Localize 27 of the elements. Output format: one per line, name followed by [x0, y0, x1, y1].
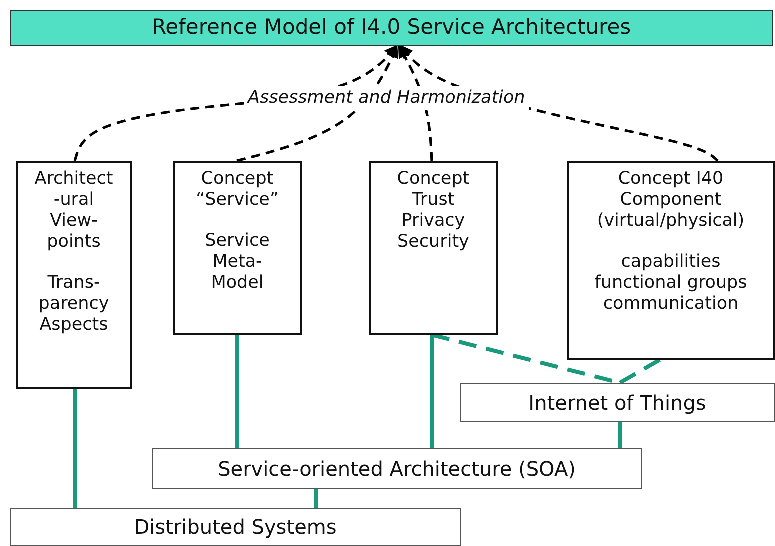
layer-box: [10, 508, 461, 546]
box-heading: Concept Trust Privacy Security: [397, 169, 470, 253]
concept-box: [173, 161, 302, 335]
connector: [235, 335, 239, 448]
dashed-connector: [619, 358, 661, 385]
annotation-text: Assessment and Harmonization: [244, 86, 530, 110]
box-heading: Distributed Systems: [134, 515, 337, 539]
box-text: capabilities functional groups communication: [594, 252, 748, 315]
connector: [430, 335, 434, 448]
box-heading: Concept “Service”: [196, 169, 279, 211]
connector: [618, 422, 622, 448]
concept-box: [16, 161, 132, 389]
box-text: Trans- parency Aspects: [38, 273, 110, 336]
title-banner: [10, 10, 773, 46]
concept-box: [567, 161, 775, 360]
box-heading: Architect -ural View- points: [34, 169, 114, 253]
box-heading: Concept I40 Component (virtual/physical): [596, 169, 746, 232]
box-heading: Reference Model of I4.0 Service Architectures: [152, 15, 632, 41]
box-heading: Service-oriented Architecture (SOA): [218, 456, 576, 480]
concept-box: [369, 161, 498, 335]
box-heading: Internet of Things: [528, 390, 706, 414]
dashed-connector: [236, 44, 399, 162]
connector: [73, 389, 77, 508]
layer-box: [460, 383, 775, 422]
box-text: Service Meta- Model: [205, 231, 270, 294]
connector: [314, 489, 318, 508]
layer-box: [152, 448, 642, 489]
